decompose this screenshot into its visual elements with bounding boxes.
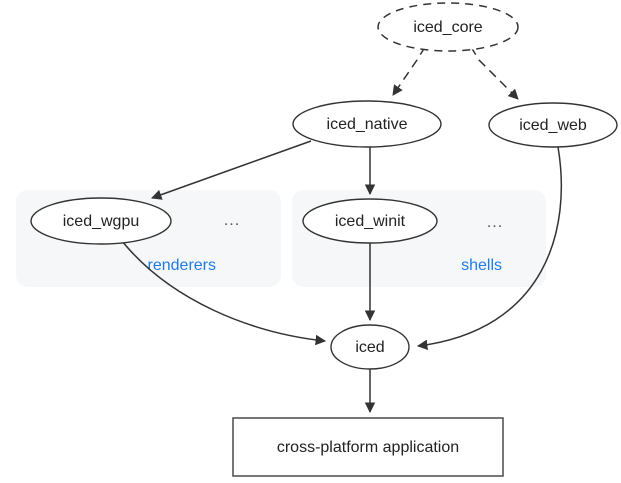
node-iced-web-ellipse[interactable] [488,102,618,148]
node-iced-wgpu-ellipse[interactable] [30,197,172,245]
node-iced-ellipse[interactable] [330,324,410,370]
cluster-shells-label: shells [461,257,502,274]
node-iced-web-label: iced_web [519,117,587,134]
cluster-renderers-label: renderers [148,257,216,274]
node-iced-wgpu-label: iced_wgpu [63,213,140,230]
node-iced-winit-ellipse[interactable] [302,198,438,244]
edge-core-to-native [392,46,426,96]
node-iced[interactable]: iced [330,324,410,370]
node-iced-label: iced [355,339,384,356]
node-iced-core-label: iced_core [413,19,482,36]
node-application-label: cross-platform application [277,439,459,456]
edge-core-to-web [470,46,519,100]
node-iced-core[interactable]: iced_core [377,2,519,52]
renderers-ellipsis-label: ... [224,212,240,229]
node-application-rect[interactable] [232,417,504,477]
node-iced-core-ellipse[interactable] [377,2,519,52]
edge-native-to-wgpu [151,140,312,200]
node-iced-wgpu[interactable]: iced_wgpu [30,197,172,245]
node-iced-winit-label: iced_winit [335,213,406,230]
edge-wgpu-to-iced [121,240,327,346]
shells-ellipsis-label: ... [487,214,503,231]
node-iced-web[interactable]: iced_web [488,102,618,148]
edge-layer [121,46,563,414]
node-iced-winit[interactable]: iced_winit [302,198,438,244]
node-iced-native-ellipse[interactable] [292,100,442,148]
node-iced-native[interactable]: iced_native [292,100,442,148]
node-cross-platform-application[interactable]: cross-platform application [232,417,504,477]
edge-web-to-iced [416,146,563,351]
node-iced-native-label: iced_native [327,116,408,133]
